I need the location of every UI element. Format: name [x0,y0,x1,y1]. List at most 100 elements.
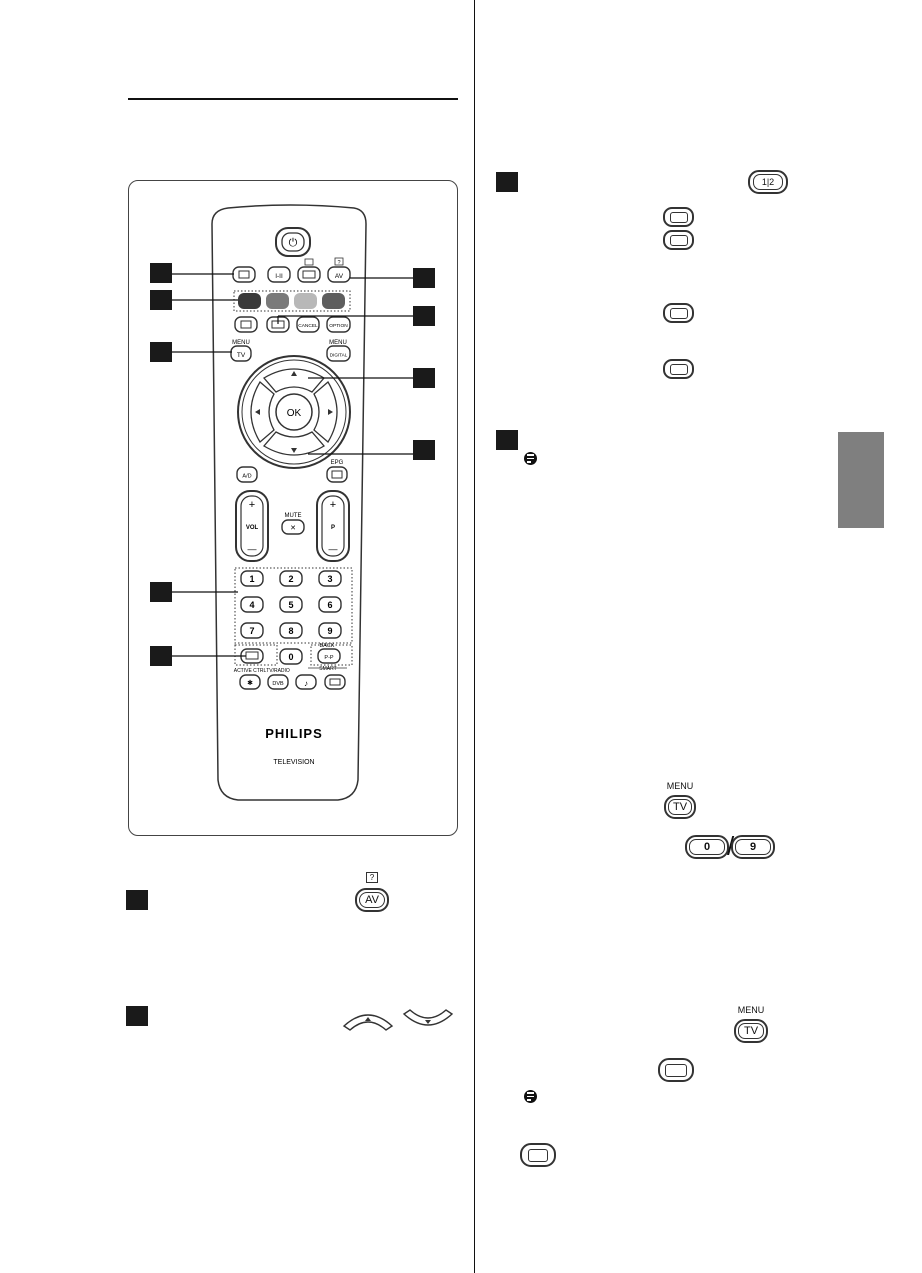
digit-9-key-icon: 9 [731,835,775,859]
digit-key-8: 8 [279,622,303,639]
svg-text:EPG: EPG [331,460,344,466]
format-button [297,258,321,283]
section-marker [496,172,518,192]
split-key-icon-small [663,303,694,323]
digit-9-key-label: 9 [735,839,771,855]
digit-0-key-label: 0 [689,839,725,855]
blue-key [322,293,345,309]
svg-text:6: 6 [327,600,332,610]
teletext-key-icon [663,207,694,227]
mute-button: ✕ [281,519,305,535]
section-marker [126,1006,148,1026]
info-button [240,648,264,664]
menu-tv-button: TV [230,345,252,362]
svg-text:⏻: ⏻ [289,237,298,249]
split-key-icon: 1|2 [748,170,788,194]
remote-control-illustration: ⏻ I-II AV? CANCEL OPTION MENU TV MENU DI… [171,204,414,801]
callout-marker [150,290,172,310]
dual-button: I-II [267,266,291,283]
svg-text:♪: ♪ [304,679,308,688]
digit-key-4: 4 [240,596,264,613]
callout-marker [150,582,172,602]
svg-text:MENU: MENU [329,340,347,346]
smart-picture-button [324,674,346,690]
svg-text:—: — [329,544,338,554]
menu-tv-key-icon: TV [734,1019,768,1043]
svg-text:+: + [330,499,336,511]
callout-marker [150,342,172,362]
power-button: ⏻ [275,227,311,257]
svg-text:TELEVISION: TELEVISION [273,759,314,766]
cursor-up-icon [342,1014,394,1031]
svg-text:DIGITAL: DIGITAL [330,353,348,358]
red-key [238,293,261,309]
av-button: AV? [327,257,351,283]
svg-text:2: 2 [288,574,293,584]
digit-key-0: 0 [279,648,303,665]
note-icon [524,452,537,465]
volume-rocker: + VOL — [235,490,269,562]
section-marker [496,430,518,450]
svg-text:BACK: BACK [320,643,335,649]
callout-marker [413,306,435,326]
svg-text:TV/RADIO: TV/RADIO [266,668,290,674]
cursor-up-down-keys-icon [342,1009,454,1031]
navigation-ring: OK [237,355,351,469]
svg-text:VOL: VOL [246,525,259,531]
svg-text:9: 9 [327,626,332,636]
yellow-key [294,293,317,309]
svg-text:PHILIPS: PHILIPS [265,726,323,741]
digit-key-9: 9 [318,622,342,639]
program-rocker: + P — [316,490,350,562]
menu-tv-key-label: TV [738,1023,764,1039]
digit-key-6: 6 [318,596,342,613]
key-range-slash: / [727,832,734,860]
digit-key-3: 3 [318,570,342,587]
svg-text:TV: TV [237,352,246,359]
av-key-help-label: ? [366,872,378,883]
av-key-icon: AV [355,888,389,912]
remote-illustration-frame [128,180,458,836]
svg-text:0: 0 [288,652,293,662]
callout-marker [150,646,172,666]
svg-text:7: 7 [249,626,254,636]
svg-text:ACTIVE CTRL: ACTIVE CTRL [234,668,267,674]
ad-button: A/D [236,466,258,483]
active-ctrl-button: ✱ [239,674,261,690]
svg-text:OPTION: OPTION [329,323,348,329]
dvb-button: DVB [267,674,289,690]
cancel-button: CANCEL [296,316,320,333]
svg-text:4: 4 [249,600,254,610]
digit-key-2: 2 [279,570,303,587]
green-key [266,293,289,309]
option-button: OPTION [326,316,351,333]
digit-key-7: 7 [240,622,264,639]
svg-text:1: 1 [249,574,254,584]
teletext-key-icon [658,1058,694,1082]
teletext-button [232,266,256,283]
svg-text:✕: ✕ [290,525,296,532]
svg-text:AV: AV [335,273,344,280]
svg-text:8: 8 [288,626,293,636]
digit-0-key-icon: 0 [685,835,729,859]
callout-marker [413,368,435,388]
svg-text:A/D: A/D [242,474,251,480]
svg-text:MUTE: MUTE [285,513,302,519]
menu-tv-key-label: TV [668,799,692,815]
note-icon [524,1090,537,1103]
column-divider [474,0,475,1273]
svg-text:—: — [248,544,257,554]
subtitle-button [234,316,258,333]
menu-key-small-label: MENU [737,1005,765,1015]
svg-text:?: ? [337,260,340,266]
menu-key-small-label: MENU [666,781,694,791]
menu-digital-button: DIGITAL [326,345,351,362]
digit-key-5: 5 [279,596,303,613]
section-marker [126,890,148,910]
menu-tv-key-icon: TV [664,795,696,819]
callout-marker [413,440,435,460]
teletext-key-icon [663,359,694,379]
split-key-label: 1|2 [761,177,775,187]
svg-text:SMART: SMART [319,666,336,672]
svg-text:MENU: MENU [232,340,250,346]
